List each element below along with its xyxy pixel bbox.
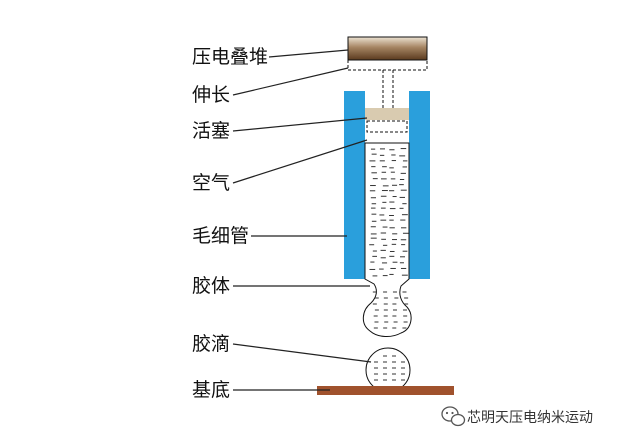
leader-colloid-droplet (232, 343, 372, 363)
leader-air (232, 139, 368, 184)
label-substrate: 基底 (192, 379, 230, 401)
label-air: 空气 (192, 172, 230, 194)
label-piezo-stack: 压电叠堆 (192, 46, 268, 68)
wechat-icon (441, 406, 466, 427)
label-piston: 活塞 (192, 120, 230, 142)
droplet-texture (374, 355, 405, 381)
label-colloid: 胶体 (192, 275, 230, 297)
colloid-texture (369, 148, 409, 329)
piezo-extension-outline (347, 59, 428, 71)
leader-piston (232, 117, 368, 132)
colloid-droplet (365, 347, 411, 393)
capillary-left-wall (344, 91, 365, 279)
piston-displaced-outline (366, 120, 408, 133)
watermark: 芯明天压电纳米运动 (441, 406, 593, 427)
piston (365, 108, 409, 120)
leader-extension (232, 67, 349, 96)
label-capillary: 毛细管 (192, 225, 249, 247)
label-colloid-droplet: 胶滴 (192, 333, 230, 355)
label-extension: 伸长 (192, 84, 230, 106)
watermark-text: 芯明天压电纳米运动 (467, 410, 593, 426)
capillary-right-wall (409, 91, 430, 279)
piezo-stack (347, 36, 428, 61)
leader-piezo-stack (268, 49, 349, 58)
colloid-column (362, 142, 412, 337)
substrate (317, 386, 454, 395)
